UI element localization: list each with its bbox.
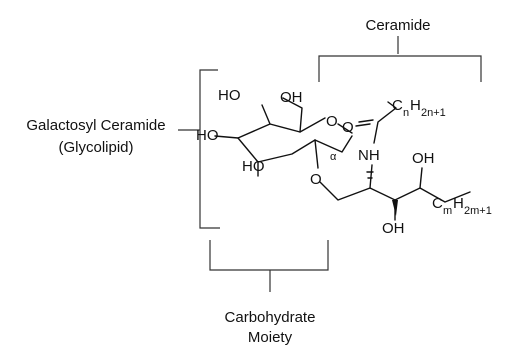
carbohydrate-label: Carbohydrate xyxy=(225,309,316,326)
ho-left-label: HO xyxy=(196,127,219,144)
ceramide-label: Ceramide xyxy=(365,17,430,34)
wedge-bond xyxy=(392,200,398,216)
ho-top-label: HO xyxy=(218,87,241,104)
acyl-c-label: C xyxy=(392,97,403,114)
ring-oxygen-label: O xyxy=(326,113,338,130)
alkyl-subscript-label: 2m+1 xyxy=(464,205,492,217)
oh-lower-label: OH xyxy=(382,220,405,237)
alkyl-m-label: m xyxy=(443,205,452,217)
glycolipid-label: (Glycolipid) xyxy=(58,139,133,156)
hash-bond xyxy=(366,171,374,179)
acyl-subscript-label: 2n+1 xyxy=(421,107,446,119)
glycosidic-oxygen-label: O xyxy=(310,171,322,188)
alkyl-c-label: C xyxy=(432,195,443,212)
oh-top-label: OH xyxy=(280,89,303,106)
oh-upper-label: OH xyxy=(412,150,435,167)
acyl-h-label: H xyxy=(410,97,421,114)
carbonyl-oxygen-label: O xyxy=(342,119,354,136)
alpha-label: α xyxy=(330,151,337,163)
galactose-ring xyxy=(214,97,353,177)
moiety-label: Moiety xyxy=(248,329,293,346)
carbohydrate-bracket xyxy=(209,240,329,292)
nh-label: NH xyxy=(358,147,380,164)
galactosyl-ceramide-label: Galactosyl Ceramide xyxy=(26,117,165,134)
alkyl-h-label: H xyxy=(453,195,464,212)
galactosyl-bracket xyxy=(178,69,220,229)
ceramide-bracket xyxy=(318,36,482,82)
acyl-n-label: n xyxy=(403,107,409,119)
ho-bottom-label: HO xyxy=(242,158,265,175)
